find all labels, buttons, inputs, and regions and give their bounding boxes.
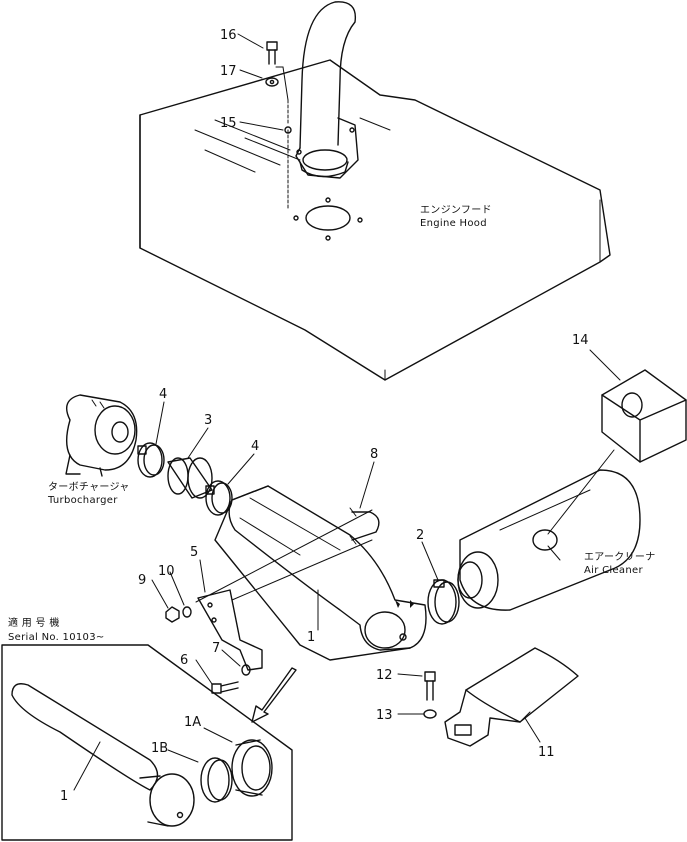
callout-4-left: 4 <box>159 387 167 402</box>
callout-8: 8 <box>370 447 378 462</box>
callout-7: 7 <box>212 641 220 656</box>
callout-9: 9 <box>138 573 146 588</box>
u-bolt-8 <box>349 507 380 545</box>
washer-7 <box>241 664 251 676</box>
clamp-4-right <box>205 480 233 516</box>
callout-6: 6 <box>180 653 188 668</box>
nut-9 <box>165 606 180 623</box>
serial-label-jp: 適 用 号 機 <box>8 616 60 629</box>
callout-4-right: 4 <box>251 439 259 454</box>
callout-1A: 1A <box>184 715 201 730</box>
exhaust-pipe <box>295 1 359 179</box>
bolt-6 <box>211 681 239 694</box>
washer-17 <box>265 77 279 87</box>
bracket-5 <box>197 589 263 671</box>
callout-15: 15 <box>220 116 237 131</box>
turbocharger-label-jp: ターボチャージャ <box>48 481 130 493</box>
turbocharger <box>65 394 138 477</box>
clamp-4-left <box>137 442 165 478</box>
callout-13: 13 <box>376 708 393 723</box>
callout-11: 11 <box>538 745 555 760</box>
band-bracket-11 <box>444 647 579 747</box>
callout-16: 16 <box>220 28 237 43</box>
clamp-2 <box>427 579 460 625</box>
callout-2: 2 <box>416 528 424 543</box>
washer-13 <box>423 709 437 719</box>
engine-hood-label-jp: エンジンフード <box>420 205 492 216</box>
detail-inset <box>1 644 293 841</box>
engine-hood-label-en: Engine Hood <box>420 218 487 229</box>
callout-1B: 1B <box>151 741 168 756</box>
engine-hood <box>139 59 611 381</box>
intake-pipe-1 <box>214 485 427 661</box>
bolt-16 <box>266 41 278 65</box>
callout-10: 10 <box>158 564 175 579</box>
inset-pipe-1 <box>11 683 195 827</box>
leader-lines <box>73 33 621 791</box>
inset-clamp-1B <box>200 757 233 803</box>
callout-12: 12 <box>376 668 393 683</box>
callout-3: 3 <box>204 413 212 428</box>
bolt-12 <box>424 671 436 701</box>
hose-3 <box>167 457 213 499</box>
air-cleaner-label-jp: エアークリーナ <box>584 551 656 563</box>
washer-10 <box>182 606 192 618</box>
inset-collar-1A <box>231 739 273 797</box>
callout-1-main: 1 <box>307 630 315 645</box>
air-cleaner <box>457 469 641 611</box>
callout-17: 17 <box>220 64 237 79</box>
turbocharger-label-en: Turbocharger <box>47 495 118 506</box>
dust-cap-14 <box>601 369 687 463</box>
callout-5: 5 <box>190 545 198 560</box>
arrow-to-detail <box>251 667 297 723</box>
callout-14: 14 <box>572 333 589 348</box>
air-cleaner-label-en: Air Cleaner <box>584 565 643 576</box>
serial-label-en: Serial No. 10103~ <box>8 632 105 643</box>
callout-1-inset: 1 <box>60 789 68 804</box>
